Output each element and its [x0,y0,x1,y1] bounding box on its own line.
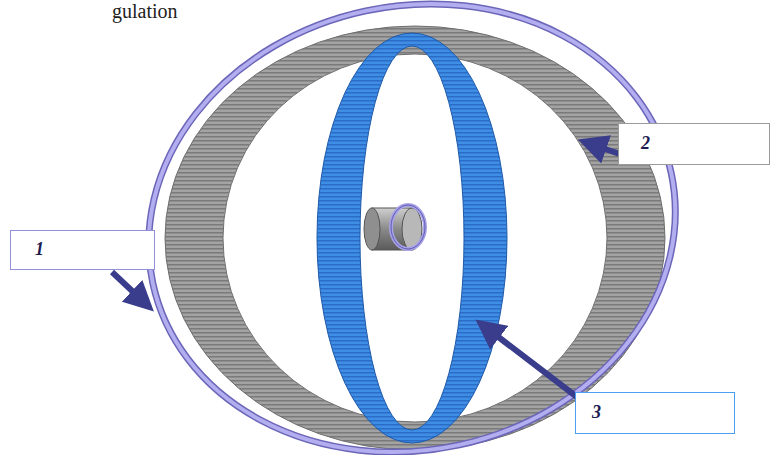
leader-arrow [112,272,146,304]
center-axle [364,205,425,250]
callout-box: 1 [10,230,155,270]
blue-ring [317,33,507,443]
outer-thin-ring [107,0,718,455]
callout-box: 2 [618,123,770,165]
callout-number: 2 [641,134,650,154]
callout-box: 3 [575,392,735,434]
callout-number: 1 [35,240,44,260]
heading-fragment: gulation [112,0,178,22]
callout-number: 3 [592,403,601,423]
grey-ring [165,26,665,450]
